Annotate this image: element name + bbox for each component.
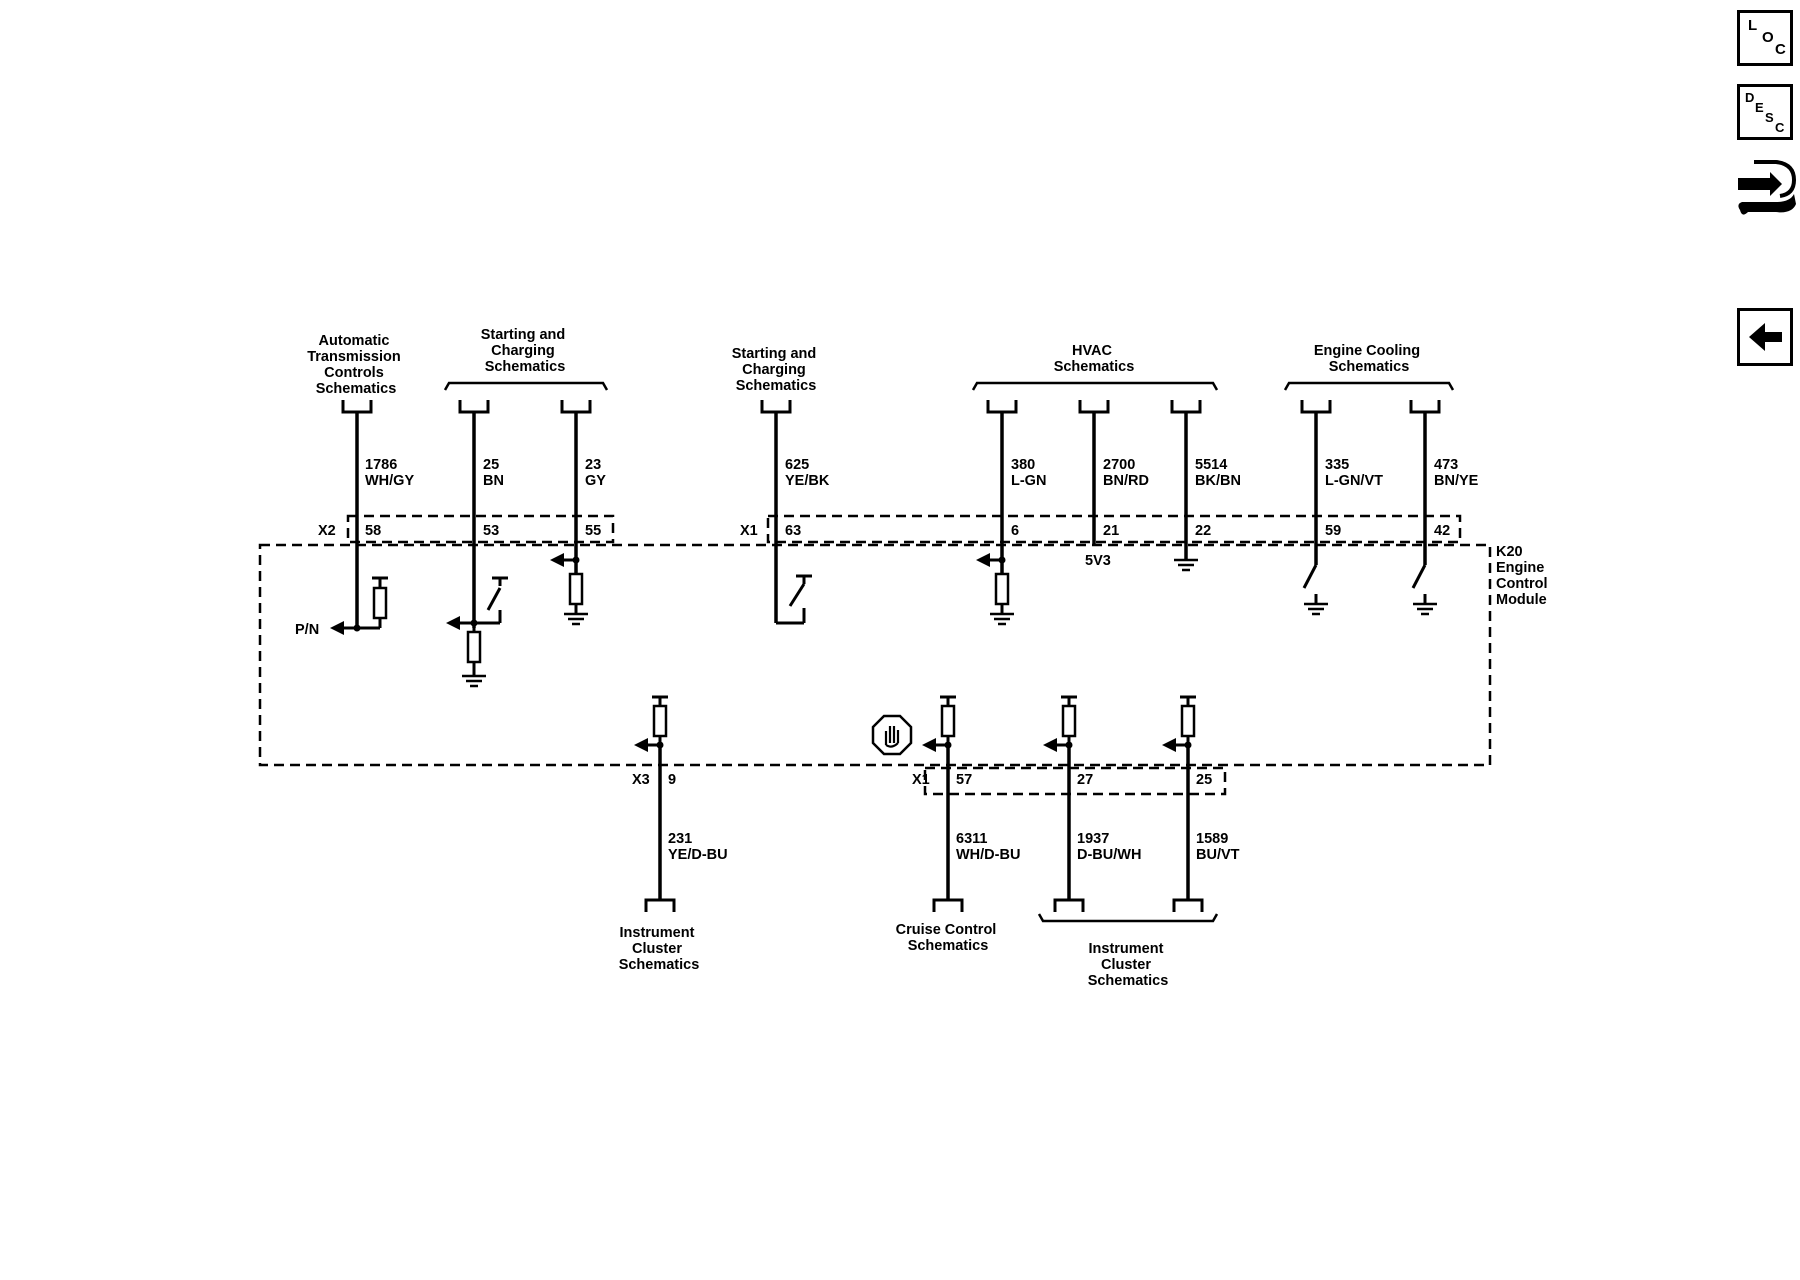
internal-circuit-6 (976, 553, 1016, 626)
connector-x2-box (346, 514, 615, 544)
footer-instrument-cluster-2: Instrument Cluster Schematics (1088, 941, 1169, 989)
ground-22 (1172, 558, 1200, 572)
pin-6: 6 (1011, 523, 1019, 539)
pin-58: 58 (365, 523, 381, 539)
back-button[interactable] (1737, 308, 1793, 366)
loc-letter-l: L (1748, 17, 1758, 34)
internal-circuit-53 (446, 576, 510, 688)
internal-circuit-57 (922, 695, 958, 752)
pin-57: 57 (956, 772, 972, 788)
pn-output-label: P/N (295, 622, 319, 638)
connector-x1-bottom-box (923, 766, 1227, 796)
footer-cruise-control: Cruise Control Schematics (896, 922, 1001, 954)
internal-circuit-27 (1043, 695, 1079, 752)
bracket-starting-charging-1 (443, 381, 609, 391)
loc-letter-o: O (1762, 29, 1774, 46)
module-name: K20 Engine Control Module (1496, 544, 1552, 608)
pin-42: 42 (1434, 523, 1450, 539)
header-atc: Automatic Transmission Controls Schemati… (307, 333, 405, 397)
switch-42 (1411, 564, 1439, 616)
internal-circuit-63 (776, 574, 814, 625)
pin-63: 63 (785, 523, 801, 539)
internal-circuit-9 (634, 695, 670, 752)
header-starting-charging-1: Starting and Charging Schematics (481, 327, 570, 375)
back-arrow-icon (1749, 323, 1782, 351)
connector-symbols-top (341, 398, 1441, 414)
pin-53: 53 (483, 523, 499, 539)
header-hvac: HVAC Schematics (1054, 343, 1135, 375)
internal-circuit-25 (1162, 695, 1198, 752)
connector-x2-label: X2 (318, 523, 336, 539)
pin-25: 25 (1196, 772, 1212, 788)
switch-59 (1302, 564, 1330, 616)
pin-22: 22 (1195, 523, 1211, 539)
connector-x1-top-label: X1 (740, 523, 758, 539)
pin-9: 9 (668, 772, 676, 788)
repair-button[interactable] (1732, 154, 1798, 222)
internal-circuit-55 (550, 553, 590, 626)
repair-icon (1738, 160, 1797, 215)
stop-hand-icon[interactable] (871, 714, 913, 756)
pin-55: 55 (585, 523, 601, 539)
loc-button[interactable]: L O C (1737, 10, 1793, 66)
desc-letter-d: D (1745, 90, 1755, 105)
pin-27: 27 (1077, 772, 1093, 788)
desc-letter-e: E (1755, 100, 1764, 115)
bracket-instrument-cluster-2 (1037, 913, 1219, 923)
pin-21: 21 (1103, 523, 1119, 539)
bracket-engine-cooling (1283, 381, 1455, 391)
module-boundary (258, 543, 1492, 767)
connector-x1-bottom-label: X1 (912, 772, 930, 788)
header-engine-cooling: Engine Cooling Schematics (1314, 343, 1424, 375)
desc-letter-s: S (1765, 110, 1774, 125)
connector-x3-label: X3 (632, 772, 650, 788)
bracket-hvac (971, 381, 1219, 391)
loc-letter-c: C (1775, 41, 1786, 58)
desc-button[interactable]: D E S C (1737, 84, 1793, 140)
pin-59: 59 (1325, 523, 1341, 539)
connector-x1-top-box (766, 514, 1462, 544)
desc-letter-c: C (1775, 120, 1785, 135)
header-starting-charging-2: Starting and Charging Schematics (732, 346, 821, 394)
5v3-label: 5V3 (1085, 553, 1111, 569)
internal-circuit-58 (330, 576, 390, 635)
connector-symbols-bottom (644, 898, 1204, 914)
footer-instrument-cluster-1: Instrument Cluster Schematics (619, 925, 700, 973)
